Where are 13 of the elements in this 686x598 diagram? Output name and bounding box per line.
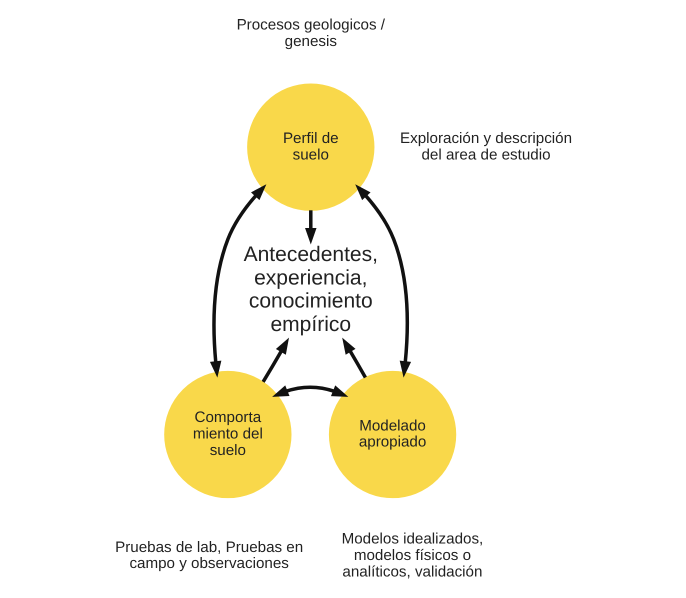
node-circle: Perfil de suelo <box>246 83 374 211</box>
arrow <box>261 338 288 383</box>
arrow <box>342 338 366 378</box>
arrow <box>354 184 411 378</box>
arrow <box>304 210 316 244</box>
node-label: Exploración y descripción del area de estudio <box>400 130 572 164</box>
node-label: Modelos idealizados, modelos físicos o analíticos, validación <box>341 530 483 580</box>
arrow <box>209 184 266 378</box>
node-circle: Comporta miento del suelo <box>164 370 292 498</box>
node-label: Pruebas de lab, Pruebas en campo y observaciones <box>114 538 303 572</box>
node-text: Antecedentes, experiencia, conocimiento empírico <box>243 242 378 336</box>
node-label: Procesos geologicos / genesis <box>236 16 385 50</box>
arrow <box>272 385 348 397</box>
